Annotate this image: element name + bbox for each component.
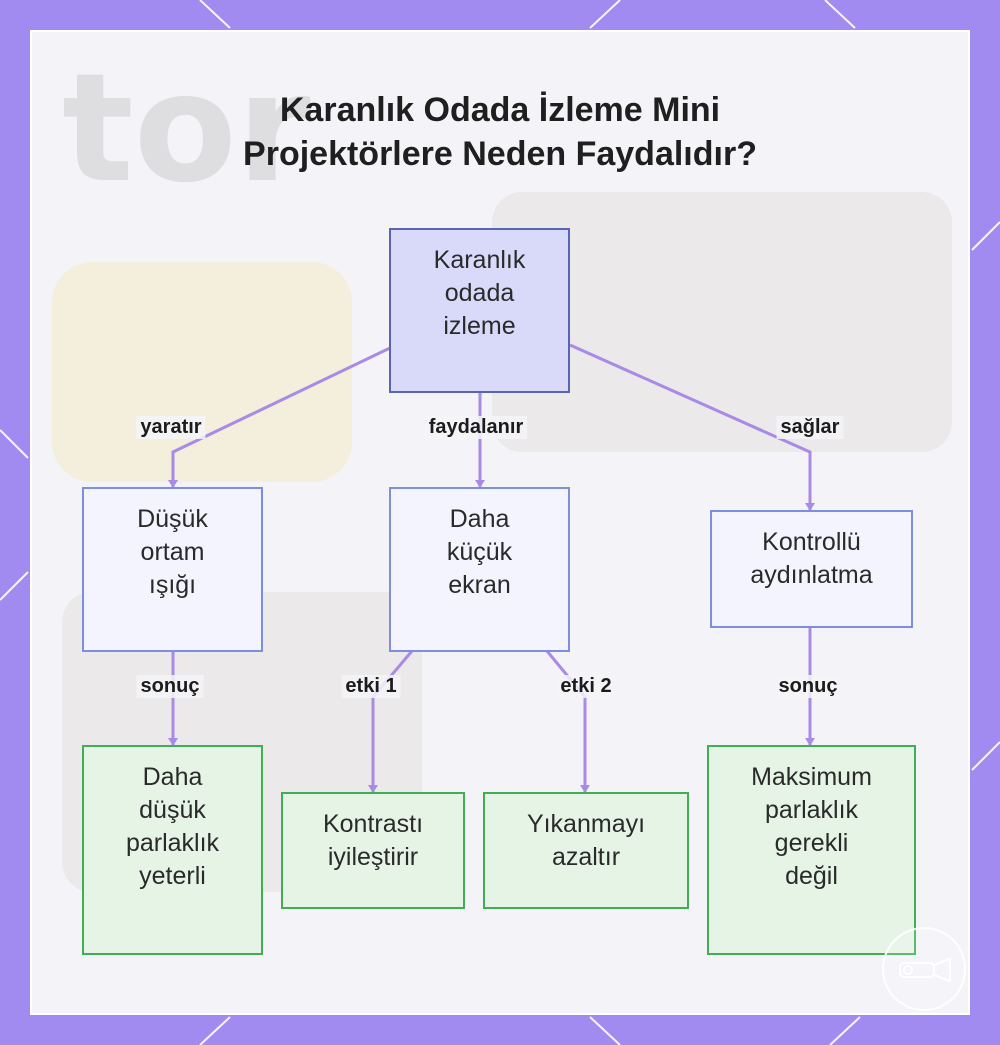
node-text: gerekli — [774, 829, 849, 857]
node-improves-contrast: Kontrastı iyileştirir — [281, 792, 465, 909]
background-watermark: tor — [62, 42, 311, 216]
edge-effect2 — [545, 650, 587, 792]
edge-label-result-left: sonuç — [136, 675, 204, 698]
node-text: izleme — [443, 312, 516, 340]
edge-creates — [171, 346, 391, 487]
edge-label-effect1: etki 1 — [341, 675, 401, 698]
edge-label-benefits: faydalanır — [424, 416, 528, 439]
node-text: yeterli — [139, 862, 206, 890]
node-smaller-screen: Daha küçük ekran — [389, 487, 570, 652]
node-text: Maksimum — [751, 763, 872, 791]
logo — [882, 927, 966, 1011]
node-max-brightness: Maksimum parlaklık gerekli değil — [707, 745, 916, 955]
projector-icon — [899, 957, 951, 983]
node-text: parlaklık — [764, 796, 859, 824]
node-root: Karanlık odada izleme — [389, 228, 570, 393]
page-title: Karanlık Odada İzleme Mini Projektörlere… — [0, 88, 1000, 176]
node-text: Karanlık — [433, 246, 526, 274]
node-lower-brightness: Daha düşük parlaklık yeterli — [82, 745, 263, 955]
arrowhead — [168, 480, 178, 488]
edge-label-effect2: etki 2 — [556, 675, 616, 698]
title-line: Karanlık Odada İzleme Mini — [279, 91, 721, 129]
edge-label-result-right: sonuç — [774, 675, 842, 698]
node-controlled-lighting: Kontrollü aydınlatma — [710, 510, 913, 628]
node-text: değil — [785, 862, 838, 890]
background-blur-yellow — [52, 262, 352, 482]
arrowhead — [805, 738, 815, 746]
arrowhead — [805, 503, 815, 511]
edge-label-creates: yaratır — [136, 416, 206, 439]
node-text: düşük — [139, 796, 206, 824]
node-text: odada — [444, 279, 515, 307]
node-text: ışığı — [148, 571, 197, 599]
edge-provides — [569, 343, 812, 510]
node-low-light: Düşük ortam ışığı — [82, 487, 263, 652]
node-text: Daha — [142, 763, 203, 791]
edge-effect1 — [371, 650, 414, 792]
node-text: Kontrollü — [762, 528, 861, 556]
node-text: Kontrastı — [322, 810, 424, 838]
node-text: iyileştirir — [327, 843, 419, 871]
arrowhead — [368, 785, 378, 793]
node-reduces-washout: Yıkanmayı azaltır — [483, 792, 689, 909]
node-text: Yıkanmayı — [526, 810, 646, 838]
node-text: Düşük — [137, 505, 208, 533]
arrowhead — [475, 480, 485, 488]
title-line: Projektörlere Neden Faydalıdır? — [243, 135, 757, 173]
arrowhead — [580, 785, 590, 793]
edge-label-provides: sağlar — [776, 416, 844, 439]
node-text: Daha — [449, 505, 510, 533]
node-text: aydınlatma — [750, 561, 873, 589]
node-text: parlaklık — [125, 829, 220, 857]
node-text: ortam — [140, 538, 205, 566]
node-text: azaltır — [551, 843, 621, 871]
arrowhead — [168, 738, 178, 746]
node-text: ekran — [448, 571, 511, 599]
node-text: küçük — [446, 538, 513, 566]
